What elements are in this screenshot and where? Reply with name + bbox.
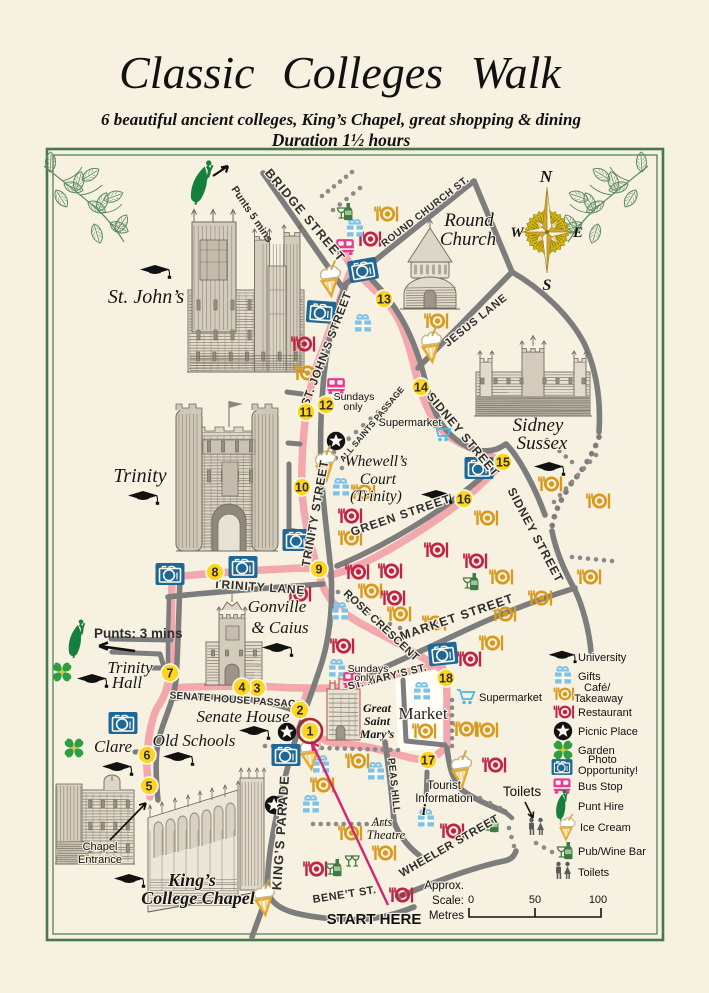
svg-text:S: S: [543, 277, 552, 294]
svg-text:Supermarket: Supermarket: [379, 417, 442, 429]
svg-text:6 beautiful ancient colleges,: 6 beautiful ancient colleges, King’s Cha…: [101, 110, 581, 129]
svg-text:Church: Church: [440, 229, 496, 250]
svg-text:Chapel: Chapel: [83, 841, 118, 853]
svg-text:E: E: [572, 225, 583, 241]
svg-text:Toilets: Toilets: [503, 784, 542, 799]
svg-text:Round: Round: [443, 210, 494, 231]
svg-text:Senate House: Senate House: [196, 707, 289, 726]
svg-text:only: only: [343, 401, 363, 413]
svg-text:14: 14: [414, 380, 428, 394]
svg-text:15: 15: [496, 455, 510, 469]
svg-text:Great: Great: [363, 701, 392, 715]
svg-text:College Chapel: College Chapel: [141, 888, 255, 908]
svg-text:University: University: [578, 652, 627, 664]
svg-text:only: only: [354, 672, 374, 684]
svg-text:Garden: Garden: [578, 745, 615, 757]
svg-text:Old Schools: Old Schools: [153, 731, 236, 750]
svg-text:Sussex: Sussex: [517, 433, 568, 454]
svg-text:Punt Hire: Punt Hire: [578, 801, 624, 813]
svg-text:3: 3: [254, 681, 261, 695]
svg-text:King’s: King’s: [167, 870, 216, 890]
svg-text:4: 4: [239, 680, 246, 694]
svg-text:100: 100: [589, 894, 607, 906]
svg-text:Court: Court: [360, 471, 397, 488]
svg-text:6: 6: [144, 748, 151, 762]
svg-text:12: 12: [319, 398, 333, 412]
svg-text:(Trinity): (Trinity): [350, 488, 402, 505]
svg-text:9: 9: [316, 562, 323, 576]
svg-text:Trinity: Trinity: [113, 465, 166, 487]
svg-text:18: 18: [439, 671, 453, 685]
svg-text:Café/: Café/: [584, 682, 611, 694]
svg-text:10: 10: [295, 480, 309, 494]
svg-text:Duration 1½ hours: Duration 1½ hours: [271, 130, 411, 150]
svg-text:& Caius: & Caius: [251, 618, 309, 637]
svg-text:Information: Information: [415, 793, 473, 805]
svg-text:Mary’s: Mary’s: [359, 727, 395, 741]
svg-text:Trinity: Trinity: [107, 658, 153, 677]
svg-text:11: 11: [299, 405, 312, 419]
svg-text:13: 13: [377, 292, 391, 306]
svg-text:Restaurant: Restaurant: [578, 707, 632, 719]
svg-text:Whewell’s: Whewell’s: [345, 453, 408, 470]
svg-text:Saint: Saint: [364, 714, 391, 728]
svg-text:Classic Colleges Walk: Classic Colleges Walk: [119, 47, 562, 98]
svg-text:i: i: [422, 802, 427, 819]
svg-text:START HERE: START HERE: [327, 911, 422, 928]
svg-text:Metres: Metres: [429, 910, 464, 922]
svg-text:2: 2: [297, 703, 304, 717]
svg-text:Tourist: Tourist: [427, 780, 462, 792]
svg-text:7: 7: [167, 666, 174, 680]
svg-text:Gonville: Gonville: [248, 597, 307, 616]
svg-text:Supermarket: Supermarket: [479, 692, 542, 704]
svg-text:0: 0: [468, 894, 474, 906]
svg-text:Theatre: Theatre: [367, 828, 406, 842]
svg-text:TRINITY LANE: TRINITY LANE: [213, 577, 306, 597]
svg-text:16: 16: [457, 492, 471, 506]
svg-text:Entrance: Entrance: [78, 854, 122, 866]
svg-text:Market: Market: [398, 704, 447, 723]
svg-text:Picnic Place: Picnic Place: [578, 726, 638, 738]
svg-text:Toilets: Toilets: [578, 867, 610, 879]
svg-text:1: 1: [307, 724, 314, 738]
svg-text:Gifts: Gifts: [578, 671, 601, 683]
svg-text:50: 50: [529, 894, 541, 906]
svg-text:N: N: [539, 167, 553, 186]
svg-text:Sidney: Sidney: [513, 415, 564, 436]
svg-text:Arts: Arts: [371, 815, 393, 829]
svg-text:17: 17: [421, 753, 435, 767]
svg-text:Clare: Clare: [94, 737, 133, 756]
svg-text:W: W: [510, 225, 525, 241]
svg-text:5: 5: [146, 779, 153, 793]
svg-text:Ice Cream: Ice Cream: [580, 822, 631, 834]
svg-text:8: 8: [212, 565, 219, 579]
svg-text:Opportunity!: Opportunity!: [578, 765, 638, 777]
svg-text:Approx.: Approx.: [424, 880, 464, 892]
svg-text:Sundays: Sundays: [348, 663, 389, 675]
svg-text:Hall: Hall: [111, 673, 143, 692]
svg-text:Photo: Photo: [588, 754, 617, 766]
svg-text:Punts: 3 mins: Punts: 3 mins: [94, 626, 183, 641]
svg-text:Takeaway: Takeaway: [574, 693, 623, 705]
svg-text:Bus Stop: Bus Stop: [578, 781, 623, 793]
svg-text:Sundays: Sundays: [334, 391, 375, 403]
svg-text:Pub/Wine Bar: Pub/Wine Bar: [578, 846, 646, 858]
svg-text:Scale:: Scale:: [432, 895, 464, 907]
svg-text:St. John’s: St. John’s: [108, 286, 185, 308]
